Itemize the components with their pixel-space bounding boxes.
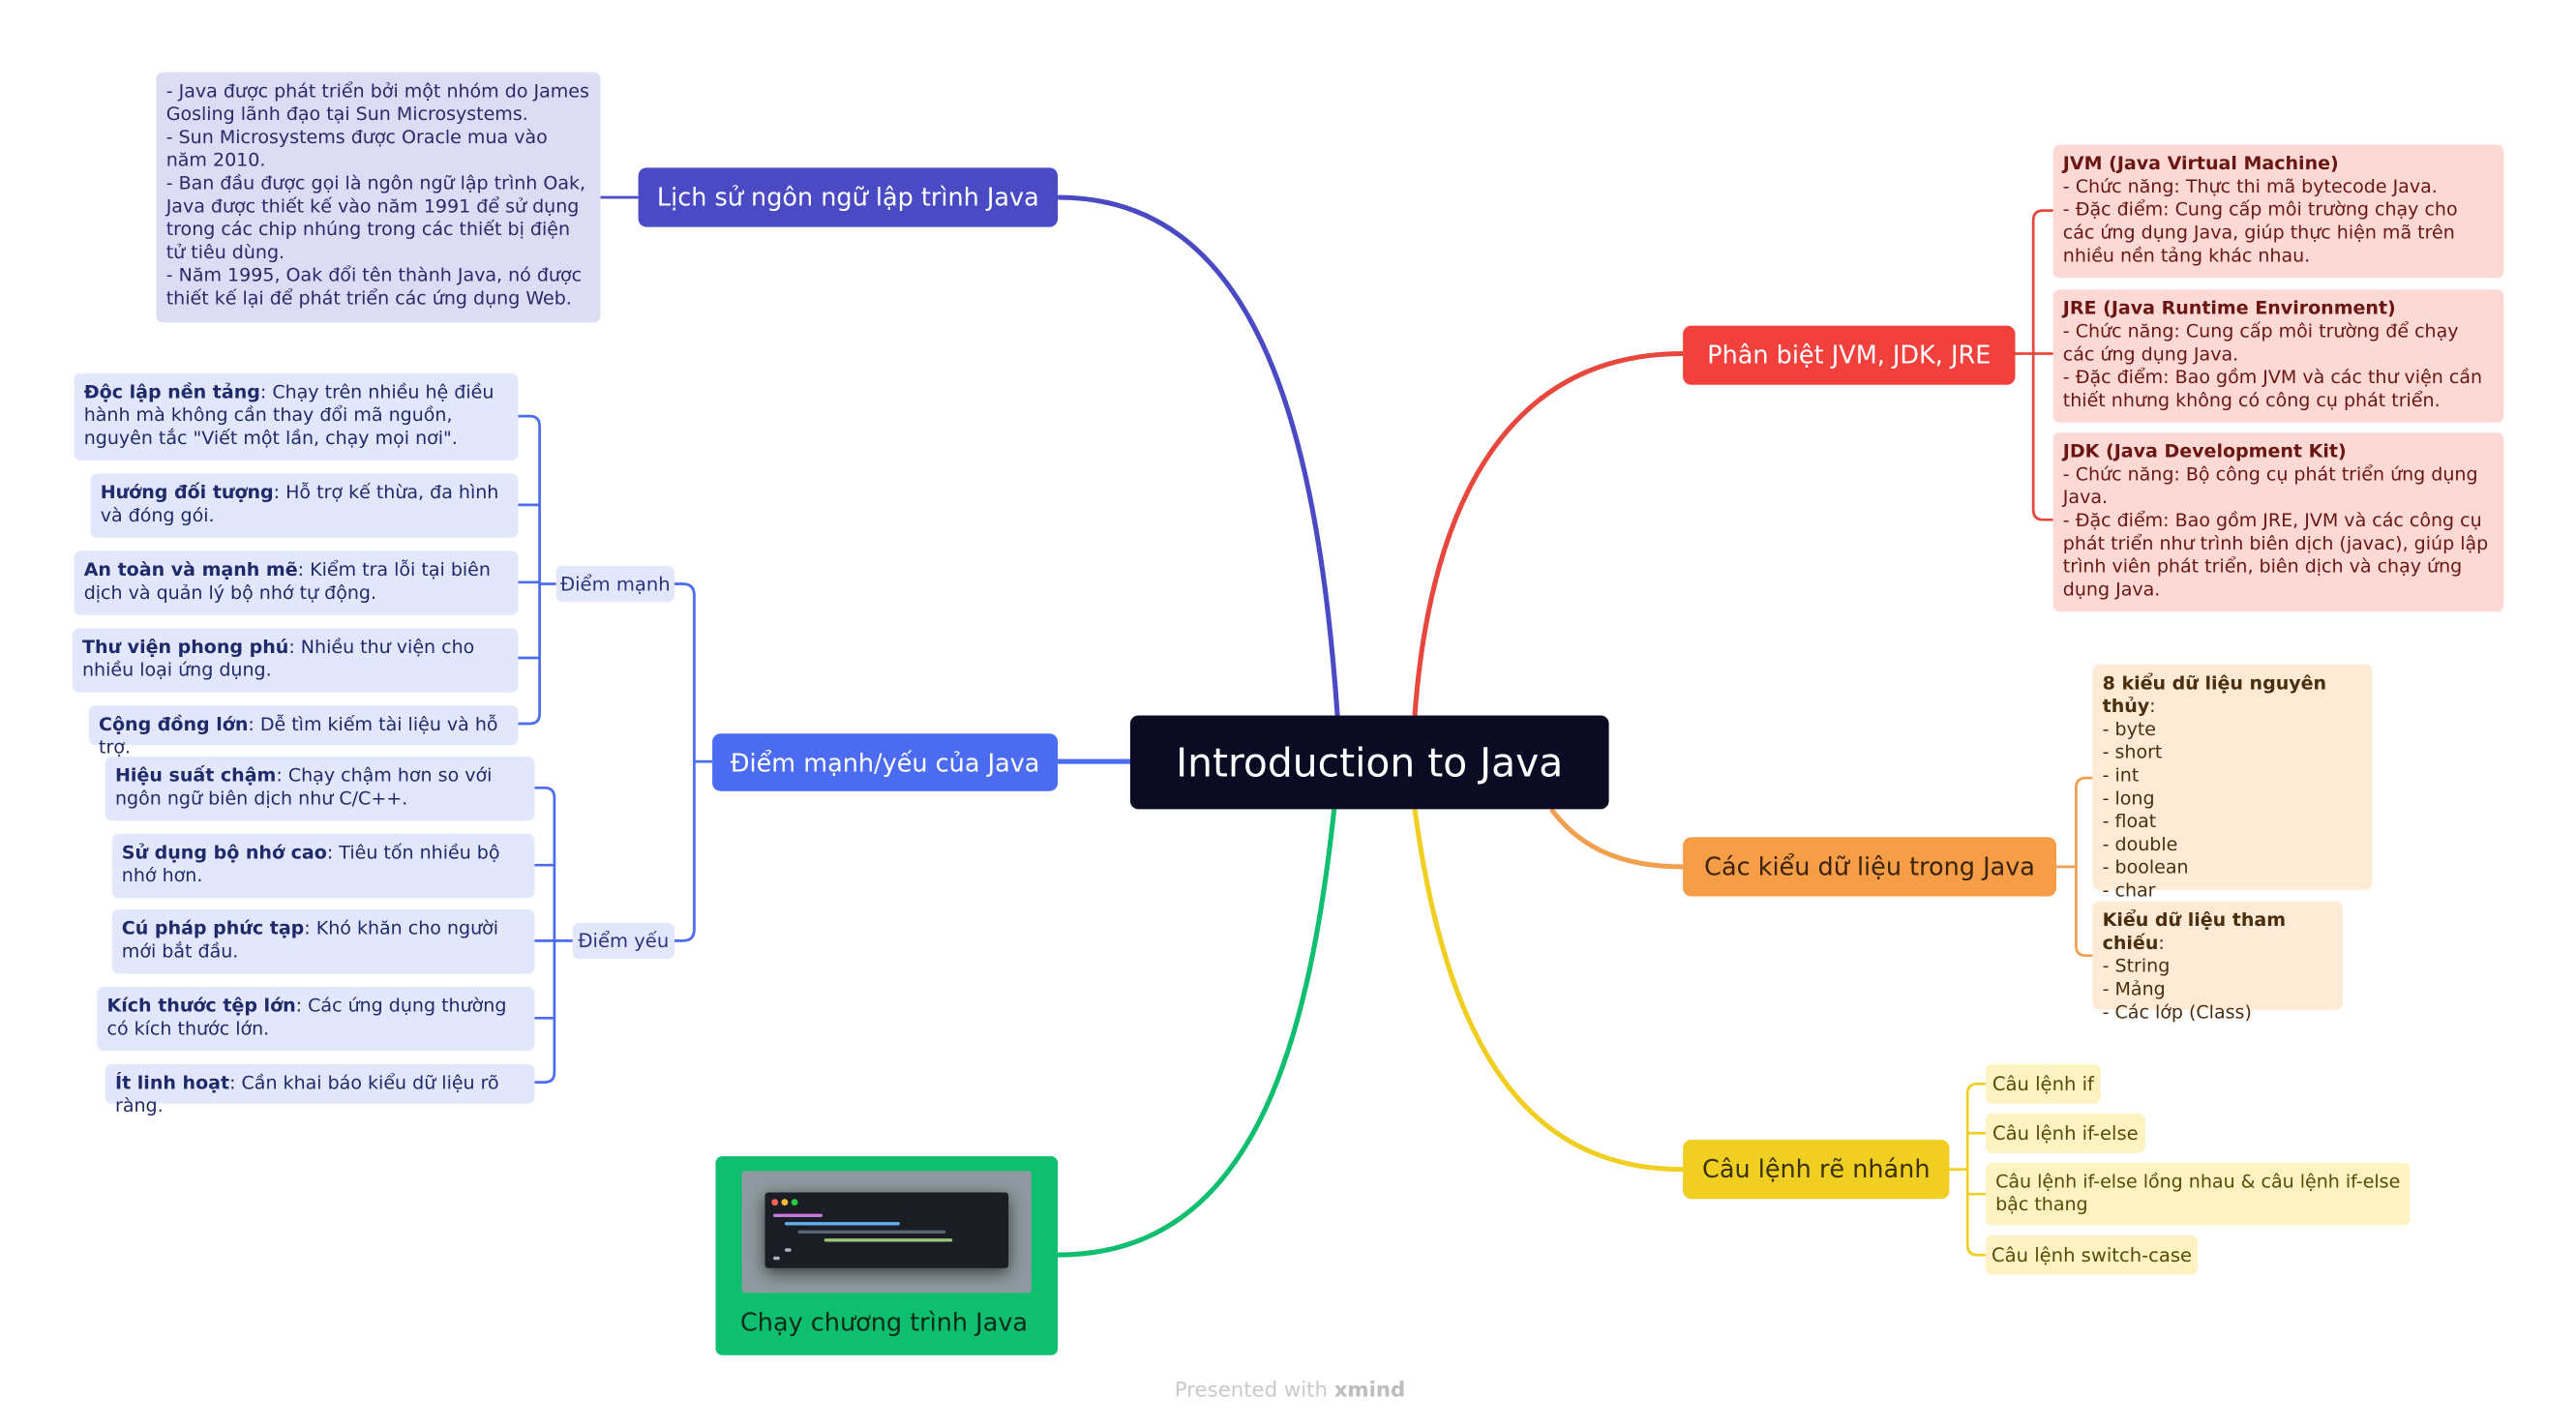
branching-item[interactable]: Câu lệnh if-else — [1985, 1113, 2145, 1153]
connector-history — [1058, 194, 1340, 716]
jre-item[interactable]: JRE (Java Runtime Environment) - Chức nă… — [2052, 289, 2504, 423]
strength-title: Thư viện phong phú — [82, 636, 289, 658]
code-line — [824, 1238, 953, 1241]
weakness-text: : Tiêu tốn nhiều bộ nhớ hơn. — [121, 842, 506, 887]
jre-item-text: - Chức năng: Cung cấp môi trường để chạy… — [2062, 320, 2483, 412]
strength-item[interactable]: An toàn và mạnh mẽ: Kiểm tra lỗi tại biê… — [74, 550, 519, 615]
primitive-types[interactable]: 8 kiểu dữ liệu nguyên thủy: - byte - sho… — [2092, 664, 2373, 902]
window-maximize-dot — [791, 1199, 798, 1206]
branching-item[interactable]: Câu lệnh switch-case — [1985, 1235, 2199, 1275]
topic-branching[interactable]: Câu lệnh rẽ nhánh — [1683, 1140, 1950, 1200]
code-line — [797, 1230, 946, 1234]
jvm-item-text: - Chức năng: Thực thi mã bytecode Java. … — [2062, 175, 2458, 267]
reference-types-title: Kiểu dữ liệu tham chiếu — [2102, 909, 2292, 954]
connector-branching — [1412, 809, 1684, 1173]
code-line — [773, 1213, 823, 1217]
code-line — [773, 1256, 780, 1260]
topic-java-history[interactable]: Lịch sử ngôn ngữ lập trình Java — [638, 167, 1059, 227]
connector-run — [1058, 809, 1337, 1258]
weakness-item[interactable]: Sử dụng bộ nhớ cao: Tiêu tốn nhiều bộ nh… — [111, 833, 535, 899]
footer-prefix: Presented with — [1174, 1376, 1328, 1402]
reference-types-list: : - String - Mảng - Các lớp (Class) — [2102, 932, 2252, 1024]
weakness-item[interactable]: Ít linh hoạt: Cần khai báo kiểu dữ liệu … — [105, 1063, 535, 1116]
topic-jvm-jdk-jre[interactable]: Phân biệt JVM, JDK, JRE — [1683, 325, 2016, 385]
strength-title: Độc lập nền tảng — [83, 381, 260, 403]
weakness-item[interactable]: Kích thước tệp lớn: Các ứng dụng thường … — [97, 987, 535, 1052]
jvm-item-title: JVM (Java Virtual Machine) — [2062, 153, 2339, 175]
jdk-item-title: JDK (Java Development Kit) — [2062, 440, 2347, 462]
code-line — [784, 1248, 792, 1251]
presented-with-footer: Presented with xmind — [1175, 1377, 1405, 1402]
strength-text: : Hỗ trợ kế thừa, đa hình và đóng gói. — [100, 482, 505, 526]
strength-text: : Kiểm tra lỗi tại biên dịch và quản lý … — [83, 559, 497, 604]
strength-text: : Dễ tìm kiếm tài liệu và hỗ trợ. — [99, 713, 504, 759]
strength-title: Cộng đồng lớn — [99, 713, 249, 735]
weakness-text: : Các ứng dụng thường có kích thước lớn. — [106, 995, 513, 1040]
reference-types[interactable]: Kiểu dữ liệu tham chiếu: - String - Mảng… — [2092, 901, 2343, 1023]
central-topic[interactable]: Introduction to Java — [1129, 715, 1609, 810]
xmind-logo-text: xmind — [1333, 1376, 1406, 1402]
strength-item[interactable]: Độc lập nền tảng: Chạy trên nhiều hệ điề… — [74, 372, 519, 461]
weakness-title: Ít linh hoạt — [115, 1072, 230, 1094]
jdk-item[interactable]: JDK (Java Development Kit) - Chức năng: … — [2052, 432, 2504, 612]
window-minimize-dot — [781, 1199, 789, 1206]
primitive-types-list: : - byte - short - int - long - float - … — [2102, 696, 2189, 902]
branching-item[interactable]: Câu lệnh if-else lồng nhau & câu lệnh if… — [1985, 1162, 2411, 1226]
weakness-title: Sử dụng bộ nhớ cao — [121, 842, 327, 864]
window-close-dot — [771, 1199, 779, 1206]
weakness-title: Hiệu suất chậm — [115, 764, 277, 787]
strength-item[interactable]: Thư viện phong phú: Nhiều thư viện cho n… — [72, 628, 519, 693]
primitive-types-title: 8 kiểu dữ liệu nguyên thủy — [2102, 672, 2333, 718]
jvm-item[interactable]: JVM (Java Virtual Machine) - Chức năng: … — [2052, 144, 2504, 279]
subtopic-strengths[interactable]: Điểm mạnh — [555, 565, 674, 603]
weakness-text: : Chạy chậm hơn so với ngôn ngữ biên dịc… — [115, 764, 498, 810]
weakness-title: Cú pháp phức tạp — [121, 917, 305, 939]
strength-text: : Nhiều thư viện cho nhiều loại ứng dụng… — [82, 636, 481, 681]
weakness-text: : Cần khai báo kiểu dữ liệu rõ ràng. — [115, 1072, 505, 1117]
subtopic-weaknesses[interactable]: Điểm yếu — [572, 922, 674, 960]
note-java-history[interactable]: - Java được phát triển bởi một nhóm do J… — [156, 72, 601, 323]
weakness-text: : Khó khăn cho người mới bắt đầu. — [121, 917, 505, 963]
topic-data-types[interactable]: Các kiểu dữ liệu trong Java — [1683, 837, 2056, 897]
strength-title: Hướng đối tượng — [100, 482, 274, 504]
strength-item[interactable]: Cộng đồng lớn: Dễ tìm kiếm tài liệu và h… — [88, 705, 519, 759]
connector-jvm — [1412, 350, 1684, 716]
code-screenshot-image — [741, 1171, 1032, 1294]
topic-strengths-weaknesses[interactable]: Điểm mạnh/yếu của Java — [712, 733, 1059, 791]
weakness-item[interactable]: Hiệu suất chậm: Chạy chậm hơn so với ngô… — [105, 757, 535, 821]
weakness-item[interactable]: Cú pháp phức tạp: Khó khăn cho người mới… — [111, 909, 535, 974]
branching-item[interactable]: Câu lệnh if — [1985, 1063, 2101, 1104]
strength-text: : Chạy trên nhiều hệ điều hành mà không … — [83, 381, 500, 450]
strength-item[interactable]: Hướng đối tượng: Hỗ trợ kế thừa, đa hình… — [90, 473, 519, 538]
jdk-item-text: - Chức năng: Bộ công cụ phát triển ứng d… — [2062, 463, 2489, 601]
connector-types — [1549, 807, 1684, 870]
jre-item-title: JRE (Java Runtime Environment) — [2062, 297, 2396, 319]
strength-title: An toàn và mạnh mẽ — [83, 559, 298, 581]
topic-run-java-label: Chạy chương trình Java — [740, 1307, 1029, 1338]
weakness-title: Kích thước tệp lớn — [106, 995, 296, 1017]
code-window — [764, 1192, 1009, 1268]
code-line — [784, 1222, 900, 1225]
